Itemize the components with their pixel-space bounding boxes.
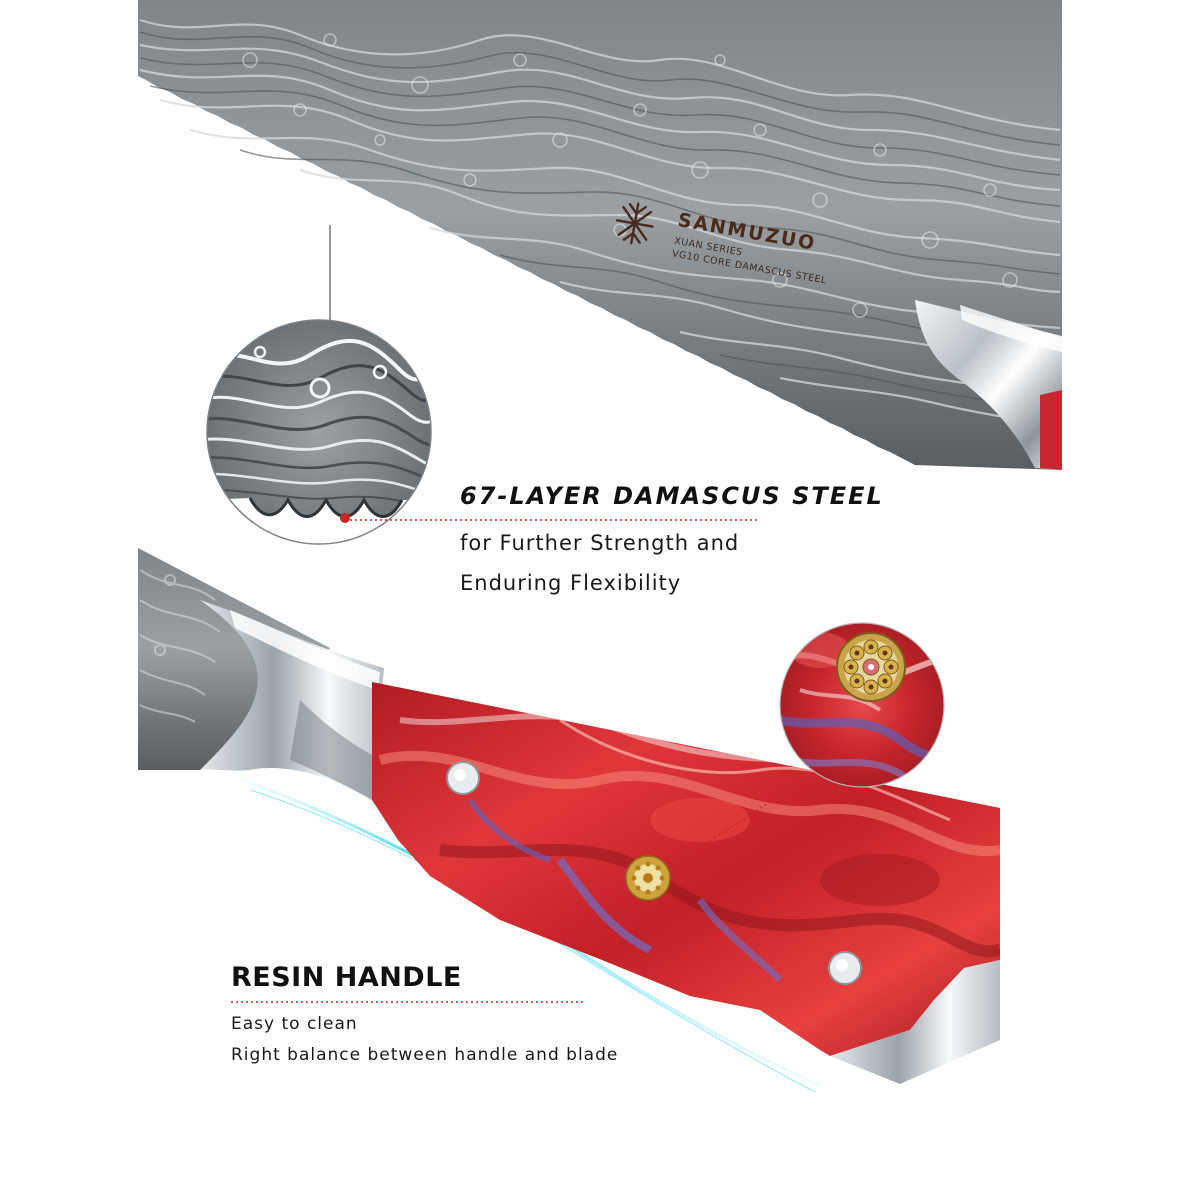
rivet-icon [828,951,862,985]
rivet-icon [446,761,480,795]
steel-feature-line: for Further Strength and [460,531,740,555]
steel-feature-title: 67-LAYER DAMASCUS STEEL [460,482,884,510]
lower-blade [138,548,330,770]
resin-zoom-circle [779,622,945,788]
serrated-blade [138,0,1062,470]
steel-zoom-circle [206,225,432,545]
mosaic-pin-icon [625,855,671,901]
steel-callout-dot [340,513,350,523]
handle-feature-line: Easy to clean [231,1014,358,1034]
brand-logo-icon [615,202,654,245]
upper-bolster [915,300,1062,470]
steel-feature-line: Enduring Flexibility [460,571,682,595]
end-cap [830,960,1000,1084]
upper-blade [138,0,1062,470]
resin-callout-line [667,779,805,869]
handle-feature-title: RESIN HANDLE [231,962,462,993]
handle-feature-line: Right balance between handle and blade [231,1045,619,1065]
